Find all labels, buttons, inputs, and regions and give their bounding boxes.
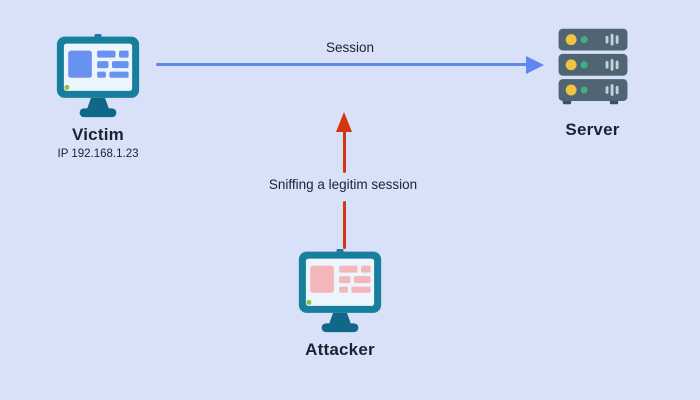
attacker-label: Attacker — [305, 340, 375, 359]
node-server: Server — [545, 27, 640, 140]
victim-ip-label: IP 192.168.1.23 — [57, 148, 139, 160]
sniffing-arrow-label: Sniffing a legitim session — [268, 177, 418, 192]
desktop-monitor-icon — [56, 34, 140, 118]
sniffing-arrowhead-icon — [336, 112, 352, 132]
session-arrow-label: Session — [325, 40, 375, 55]
server-label: Server — [565, 120, 620, 139]
desktop-monitor-icon — [298, 249, 382, 333]
node-attacker: Attacker — [282, 249, 398, 360]
session-arrow-line — [156, 63, 528, 66]
session-arrowhead-icon — [526, 56, 544, 74]
server-rack-icon — [558, 28, 627, 105]
victim-label: Victim — [72, 125, 124, 144]
node-victim: Victim IP 192.168.1.23 — [40, 34, 156, 160]
sniffing-arrow-line-upper — [343, 129, 346, 173]
sniffing-arrow-line-lower — [343, 201, 346, 249]
